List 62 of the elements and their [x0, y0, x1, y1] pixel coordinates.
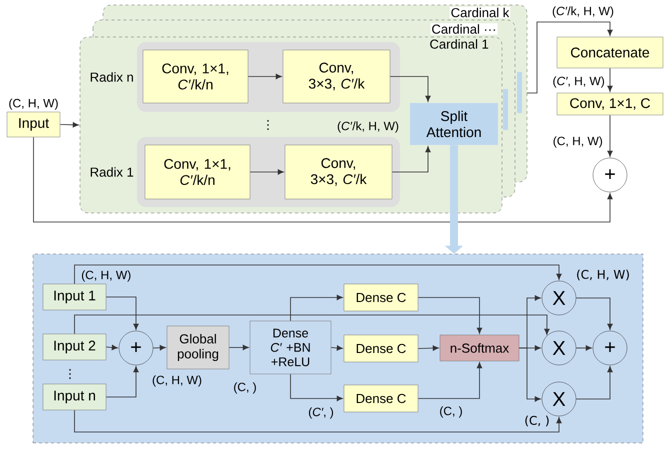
- input-box: Input: [6, 112, 60, 138]
- arrow: [106, 344, 118, 350]
- arrow: [74, 264, 562, 284]
- split-attention-box: Split Attention: [410, 103, 498, 145]
- input-box: Input 2: [42, 334, 106, 360]
- arrow: [607, 68, 613, 92]
- dense-box: Dense C′ +BN +ReLU: [250, 320, 332, 374]
- arrow: [576, 366, 613, 400]
- input-box: Input n: [42, 384, 106, 410]
- edge-label: (C, H, W): [152, 375, 202, 387]
- edge-label: (C′, H, W): [553, 76, 604, 88]
- edge-label: (C, ): [440, 406, 462, 418]
- dimension-label: (C, ): [525, 416, 549, 426]
- arrow: [576, 298, 613, 330]
- edge-label: (C, ): [234, 382, 256, 394]
- arrow: [106, 296, 139, 330]
- arrow: [330, 345, 343, 351]
- dense-box: Dense C: [344, 284, 418, 312]
- arrow: [418, 346, 439, 351]
- node-label: Radix 1: [90, 167, 134, 177]
- arrow: [390, 76, 431, 102]
- arrow: [576, 345, 592, 351]
- conv-box: Conv, 1×1, C′/k/n: [142, 50, 248, 104]
- dimension-label: ⋮: [267, 120, 269, 130]
- dense-box: Dense C: [344, 334, 418, 362]
- dense-box: Dense C: [344, 384, 418, 412]
- dimension-label: (C, H, W): [9, 98, 58, 110]
- arrow: [152, 345, 166, 350]
- edge-label: (C, H, W): [554, 136, 602, 148]
- arrow: [228, 344, 249, 350]
- arrow: [106, 366, 139, 398]
- node-label: Radix n: [90, 72, 133, 82]
- arrow: [518, 348, 541, 402]
- arrow: [74, 314, 550, 335]
- conv-box: Conv, 3×3, C′/k: [284, 144, 392, 200]
- edge-label: (C′, ): [308, 407, 334, 419]
- conv-box: Conv, 3×3, C′/k: [282, 50, 390, 104]
- conv-box: Conv, 1×1, C: [556, 92, 664, 116]
- dimension-label: (C, H, W): [577, 270, 629, 280]
- arrow: [33, 136, 613, 222]
- conv-box: Conv, 1×1, C′/k/n: [144, 144, 250, 200]
- arrow: [418, 362, 482, 399]
- arrow: [607, 114, 613, 157]
- arrow: [290, 294, 343, 322]
- concatenate-box: Concatenate: [556, 36, 664, 68]
- card-label: Cardinal ···: [430, 23, 498, 35]
- input-box: Input 1: [42, 284, 106, 310]
- arrow: [526, 22, 613, 94]
- arrow: [290, 374, 343, 402]
- arrow: [60, 122, 79, 128]
- arrow: [250, 169, 284, 175]
- edge-label: (C′/k, H, W): [552, 6, 614, 18]
- arrow: [74, 410, 562, 432]
- edge-label: (C, H, W): [82, 270, 130, 282]
- edge-label: (C′/k, H, W): [338, 121, 398, 133]
- softmax-box: n-Softmax: [440, 334, 520, 362]
- arrow: [248, 74, 282, 80]
- card-label: Cardinal k: [450, 6, 510, 18]
- arrow: [392, 146, 431, 172]
- pooling-box: Global pooling: [166, 326, 230, 370]
- arrow: [418, 297, 482, 334]
- dimension-label: ⋮: [69, 369, 71, 379]
